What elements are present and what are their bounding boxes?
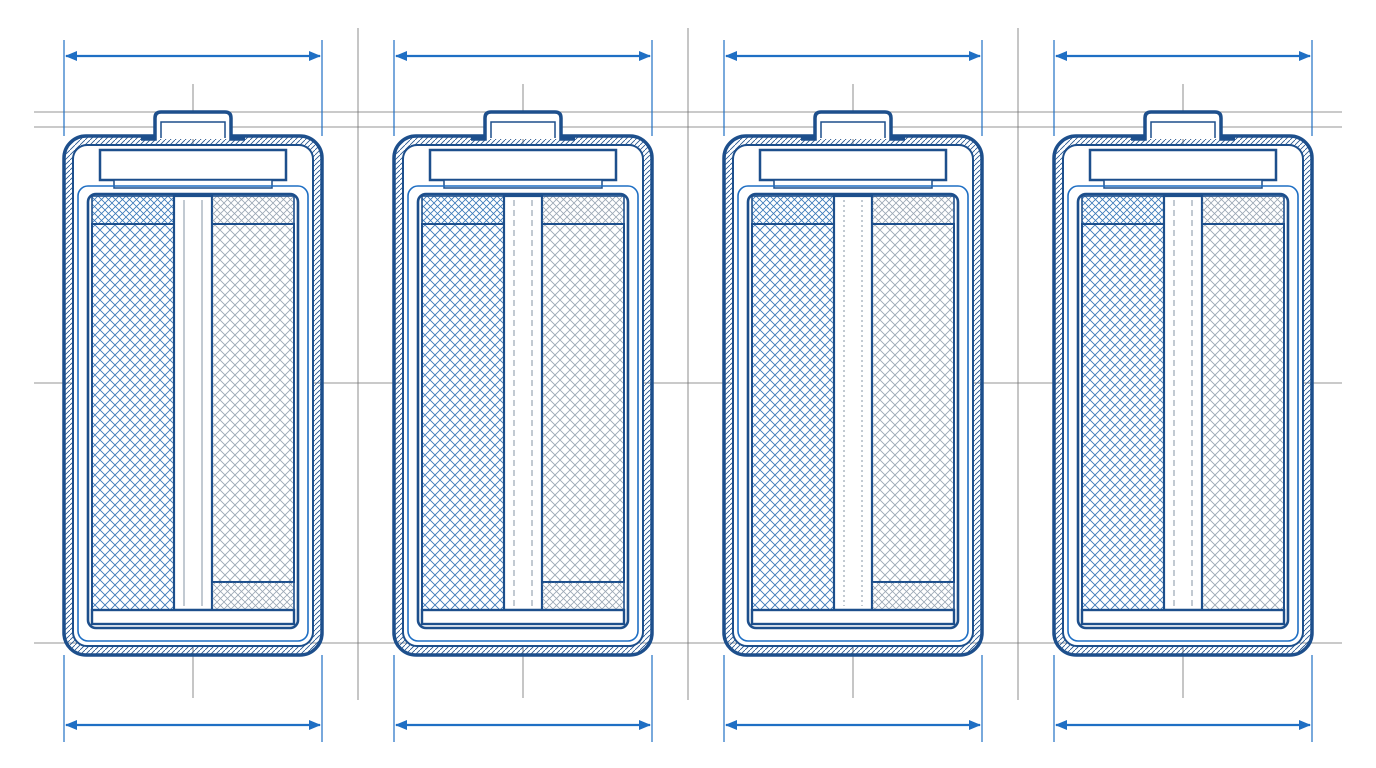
bottom-collector	[1080, 608, 1286, 626]
anode-region	[421, 223, 505, 611]
terminal-inner-outline	[820, 121, 886, 138]
cathode-top-band	[211, 195, 295, 225]
top-cap	[98, 148, 288, 182]
anode-region	[91, 223, 175, 611]
cathode-bottom-band	[211, 581, 295, 611]
positive-terminal-icon	[141, 110, 245, 141]
anode-top-band	[751, 195, 835, 225]
cell-liner	[737, 185, 969, 642]
positive-terminal-icon	[471, 110, 575, 141]
bottom-collector	[420, 608, 626, 626]
cathode-region	[541, 223, 625, 583]
cathode-region	[1201, 223, 1285, 611]
cathode-region	[211, 223, 295, 583]
terminal-inner-outline	[490, 121, 556, 138]
positive-terminal-icon	[801, 110, 905, 141]
anode-top-band	[91, 195, 175, 225]
cells-layer	[62, 110, 1314, 657]
top-cap-seat	[443, 179, 603, 189]
top-cap	[428, 148, 618, 182]
separator	[832, 194, 874, 612]
top-cap-seat	[773, 179, 933, 189]
top-cap-seat	[1103, 179, 1263, 189]
cell-liner	[77, 185, 309, 642]
separator	[502, 194, 544, 612]
cathode-top-band	[1201, 195, 1285, 225]
cathode-top-band	[541, 195, 625, 225]
cathode-region	[871, 223, 955, 583]
dimension-layer	[63, 40, 1313, 742]
battery-cell	[62, 110, 324, 657]
separator	[172, 194, 214, 612]
separator	[1162, 194, 1204, 612]
bottom-collector	[750, 608, 956, 626]
battery-cell	[722, 110, 984, 657]
cathode-bottom-band	[541, 581, 625, 611]
battery-cell	[392, 110, 654, 657]
cell-liner	[407, 185, 639, 642]
cell-liner	[1067, 185, 1299, 642]
bottom-collector	[90, 608, 296, 626]
top-cap	[1088, 148, 1278, 182]
cathode-top-band	[871, 195, 955, 225]
positive-terminal-icon	[1131, 110, 1235, 141]
top-cap-seat	[113, 179, 273, 189]
battery-cell	[1052, 110, 1314, 657]
anode-region	[1081, 223, 1165, 611]
terminal-inner-outline	[160, 121, 226, 138]
anode-region	[751, 223, 835, 611]
cathode-bottom-band	[871, 581, 955, 611]
terminal-inner-outline	[1150, 121, 1216, 138]
anode-top-band	[421, 195, 505, 225]
anode-top-band	[1081, 195, 1165, 225]
top-cap	[758, 148, 948, 182]
